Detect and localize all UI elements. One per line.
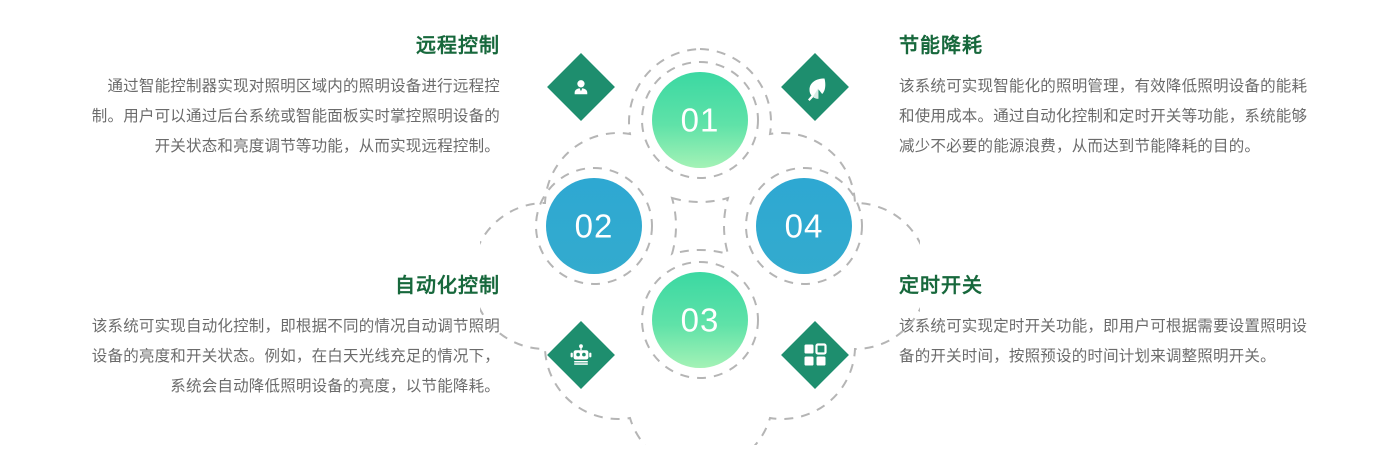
inner-dashed-concave-square [670,196,730,256]
diamond-badge-timing-switch[interactable] [781,321,849,389]
feature-title-energy-saving: 节能降耗 [899,35,983,57]
grid-icon [804,343,827,366]
diamond-badge-automation[interactable] [547,321,615,389]
feature-block-remote-control: 远程控制 通过智能控制器实现对照明区域内的照明设备进行远程控制。用户可以通过后台… [80,32,500,162]
dashed-ring-node-01 [641,61,759,179]
feature-title-automation: 自动化控制 [395,275,500,297]
user-icon [574,80,588,95]
feature-title-timing-switch: 定时开关 [899,275,983,297]
dashed-ring-node-02 [535,167,653,285]
feature-title-remote-control: 远程控制 [416,35,500,57]
robot-icon [570,344,592,365]
outer-dashed-cloverleaf [480,47,920,445]
node-circle-03[interactable]: 03 [652,272,748,368]
central-cloverleaf-diagram: 01 02 03 04 [480,20,920,445]
leaf-icon [808,78,826,101]
node-number-01: 01 [681,102,720,139]
feature-block-automation: 自动化控制 该系统可实现自动化控制，即根据不同的情况自动调节照明设备的亮度和开关… [80,272,500,402]
feature-body-automation: 该系统可实现自动化控制，即根据不同的情况自动调节照明设备的亮度和开关状态。例如，… [91,318,500,395]
diamond-badge-remote-control[interactable] [547,53,615,121]
node-number-03: 03 [681,302,720,339]
node-circle-04[interactable]: 04 [756,178,852,274]
feature-body-energy-saving: 该系统可实现智能化的照明管理，有效降低照明设备的能耗和使用成本。通过自动化控制和… [899,78,1308,155]
dashed-ring-node-03 [641,261,759,379]
feature-body-timing-switch: 该系统可实现定时开关功能，即用户可根据需要设置照明设备的开关时间，按照预设的时间… [899,318,1308,365]
node-number-04: 04 [785,208,824,245]
feature-body-remote-control: 通过智能控制器实现对照明区域内的照明设备进行远程控制。用户可以通过后台系统或智能… [91,78,500,155]
node-circle-02[interactable]: 02 [546,178,642,274]
diamond-badge-energy-saving[interactable] [781,53,849,121]
feature-block-energy-saving: 节能降耗 该系统可实现智能化的照明管理，有效降低照明设备的能耗和使用成本。通过自… [899,32,1319,162]
node-number-02: 02 [575,208,614,245]
dashed-ring-node-04 [745,167,863,285]
node-circle-01[interactable]: 01 [652,72,748,168]
feature-block-timing-switch: 定时开关 该系统可实现定时开关功能，即用户可根据需要设置照明设备的开关时间，按照… [899,272,1319,372]
